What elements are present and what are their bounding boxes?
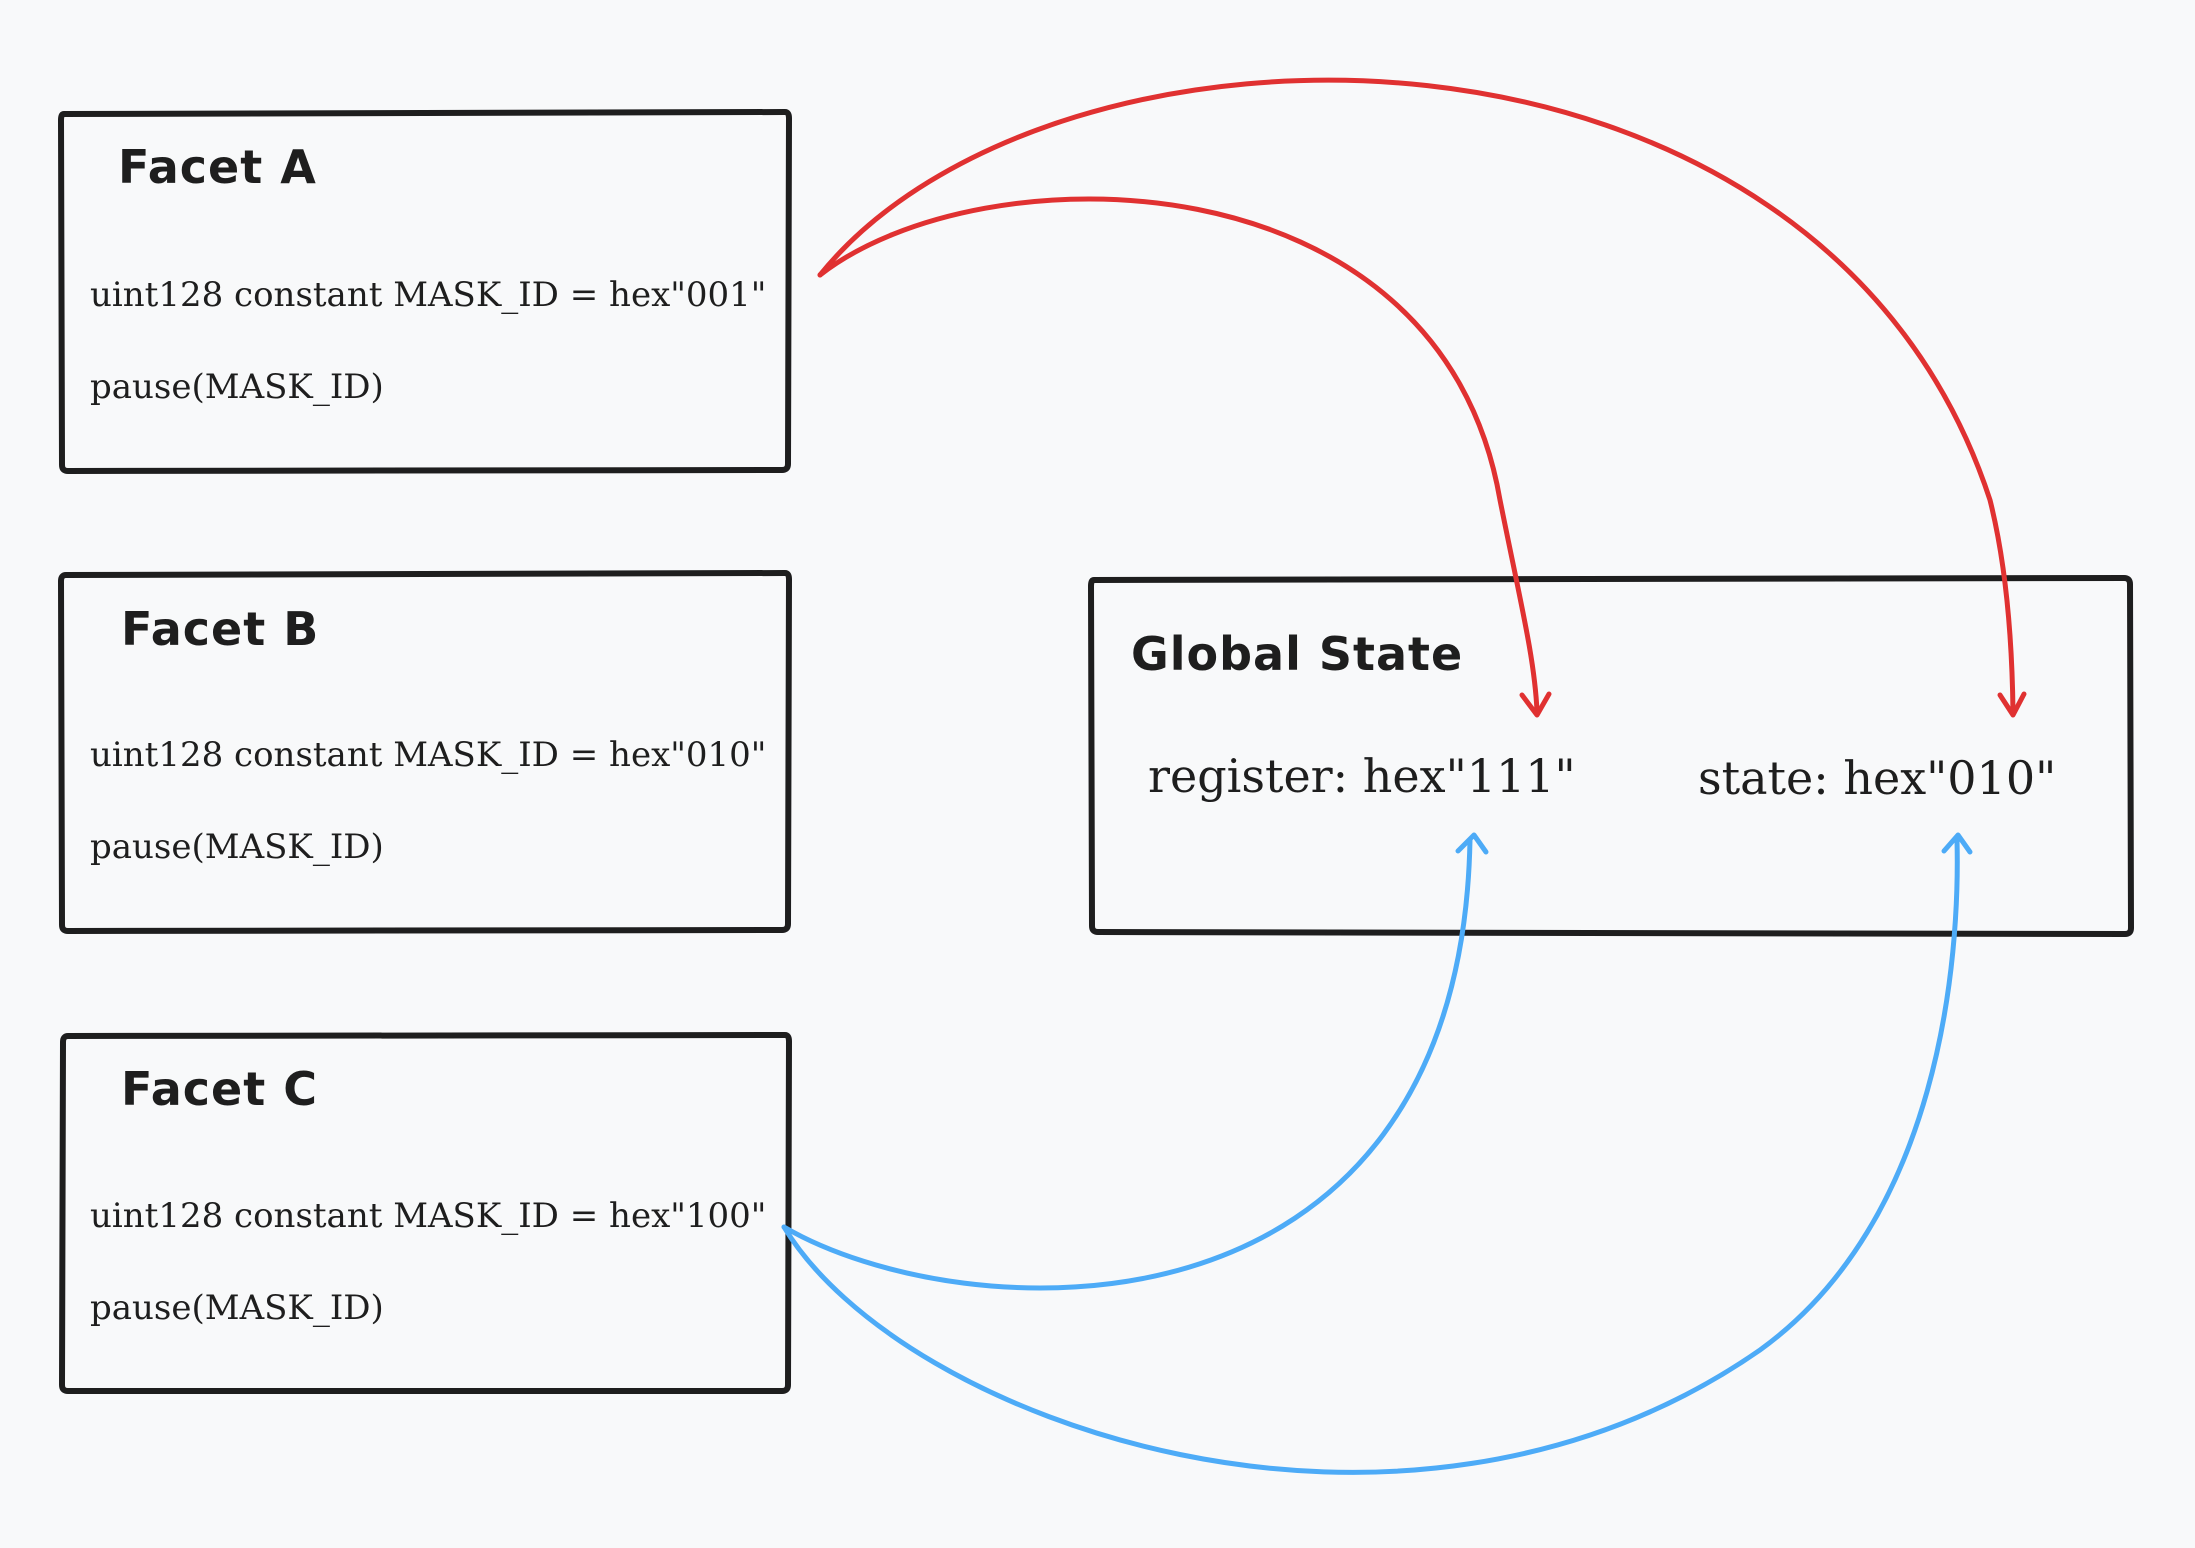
arrow-facet-c-to-register xyxy=(781,837,1473,1291)
facet-a-call: pause(MASK_ID) xyxy=(90,367,384,407)
facet-a-constant: uint128 constant MASK_ID = hex"001" xyxy=(90,275,766,315)
facet-a-border xyxy=(58,109,792,474)
state-value: state: hex"010" xyxy=(1698,751,2056,805)
facet-c-box[interactable]: Facet C uint128 constant MASK_ID = hex"1… xyxy=(59,1032,792,1394)
arrow-facet-a-to-state xyxy=(817,77,2016,715)
facet-a-box[interactable]: Facet A uint128 constant MASK_ID = hex"0… xyxy=(58,109,792,474)
facet-c-border xyxy=(59,1032,792,1394)
facet-c-call: pause(MASK_ID) xyxy=(90,1288,384,1328)
arrow-facet-c-to-state-head xyxy=(1941,832,1973,855)
facet-b-call: pause(MASK_ID) xyxy=(90,827,384,867)
facet-a-title: Facet A xyxy=(118,140,317,194)
global-state-box[interactable]: Global State register: hex"111" state: h… xyxy=(1088,575,2134,937)
facet-b-constant: uint128 constant MASK_ID = hex"010" xyxy=(90,735,766,775)
facet-b-border xyxy=(58,570,792,934)
register-value: register: hex"111" xyxy=(1148,749,1576,803)
facet-c-arrows xyxy=(781,832,1973,1475)
global-state-title: Global State xyxy=(1131,627,1463,681)
arrow-facet-a-to-state-head xyxy=(1997,691,2027,718)
facet-c-constant: uint128 constant MASK_ID = hex"100" xyxy=(90,1196,766,1236)
facet-b-title: Facet B xyxy=(121,602,319,656)
global-state-border xyxy=(1088,575,2134,937)
arrow-facet-c-to-register-head xyxy=(1455,832,1489,855)
arrow-facet-c-to-state xyxy=(781,837,1960,1475)
facet-a-arrows xyxy=(817,77,2027,718)
arrow-facet-a-to-register-head xyxy=(1519,691,1552,718)
arrow-facet-a-to-register xyxy=(817,196,1540,715)
facet-c-title: Facet C xyxy=(121,1062,318,1116)
facet-b-box[interactable]: Facet B uint128 constant MASK_ID = hex"0… xyxy=(58,570,792,934)
